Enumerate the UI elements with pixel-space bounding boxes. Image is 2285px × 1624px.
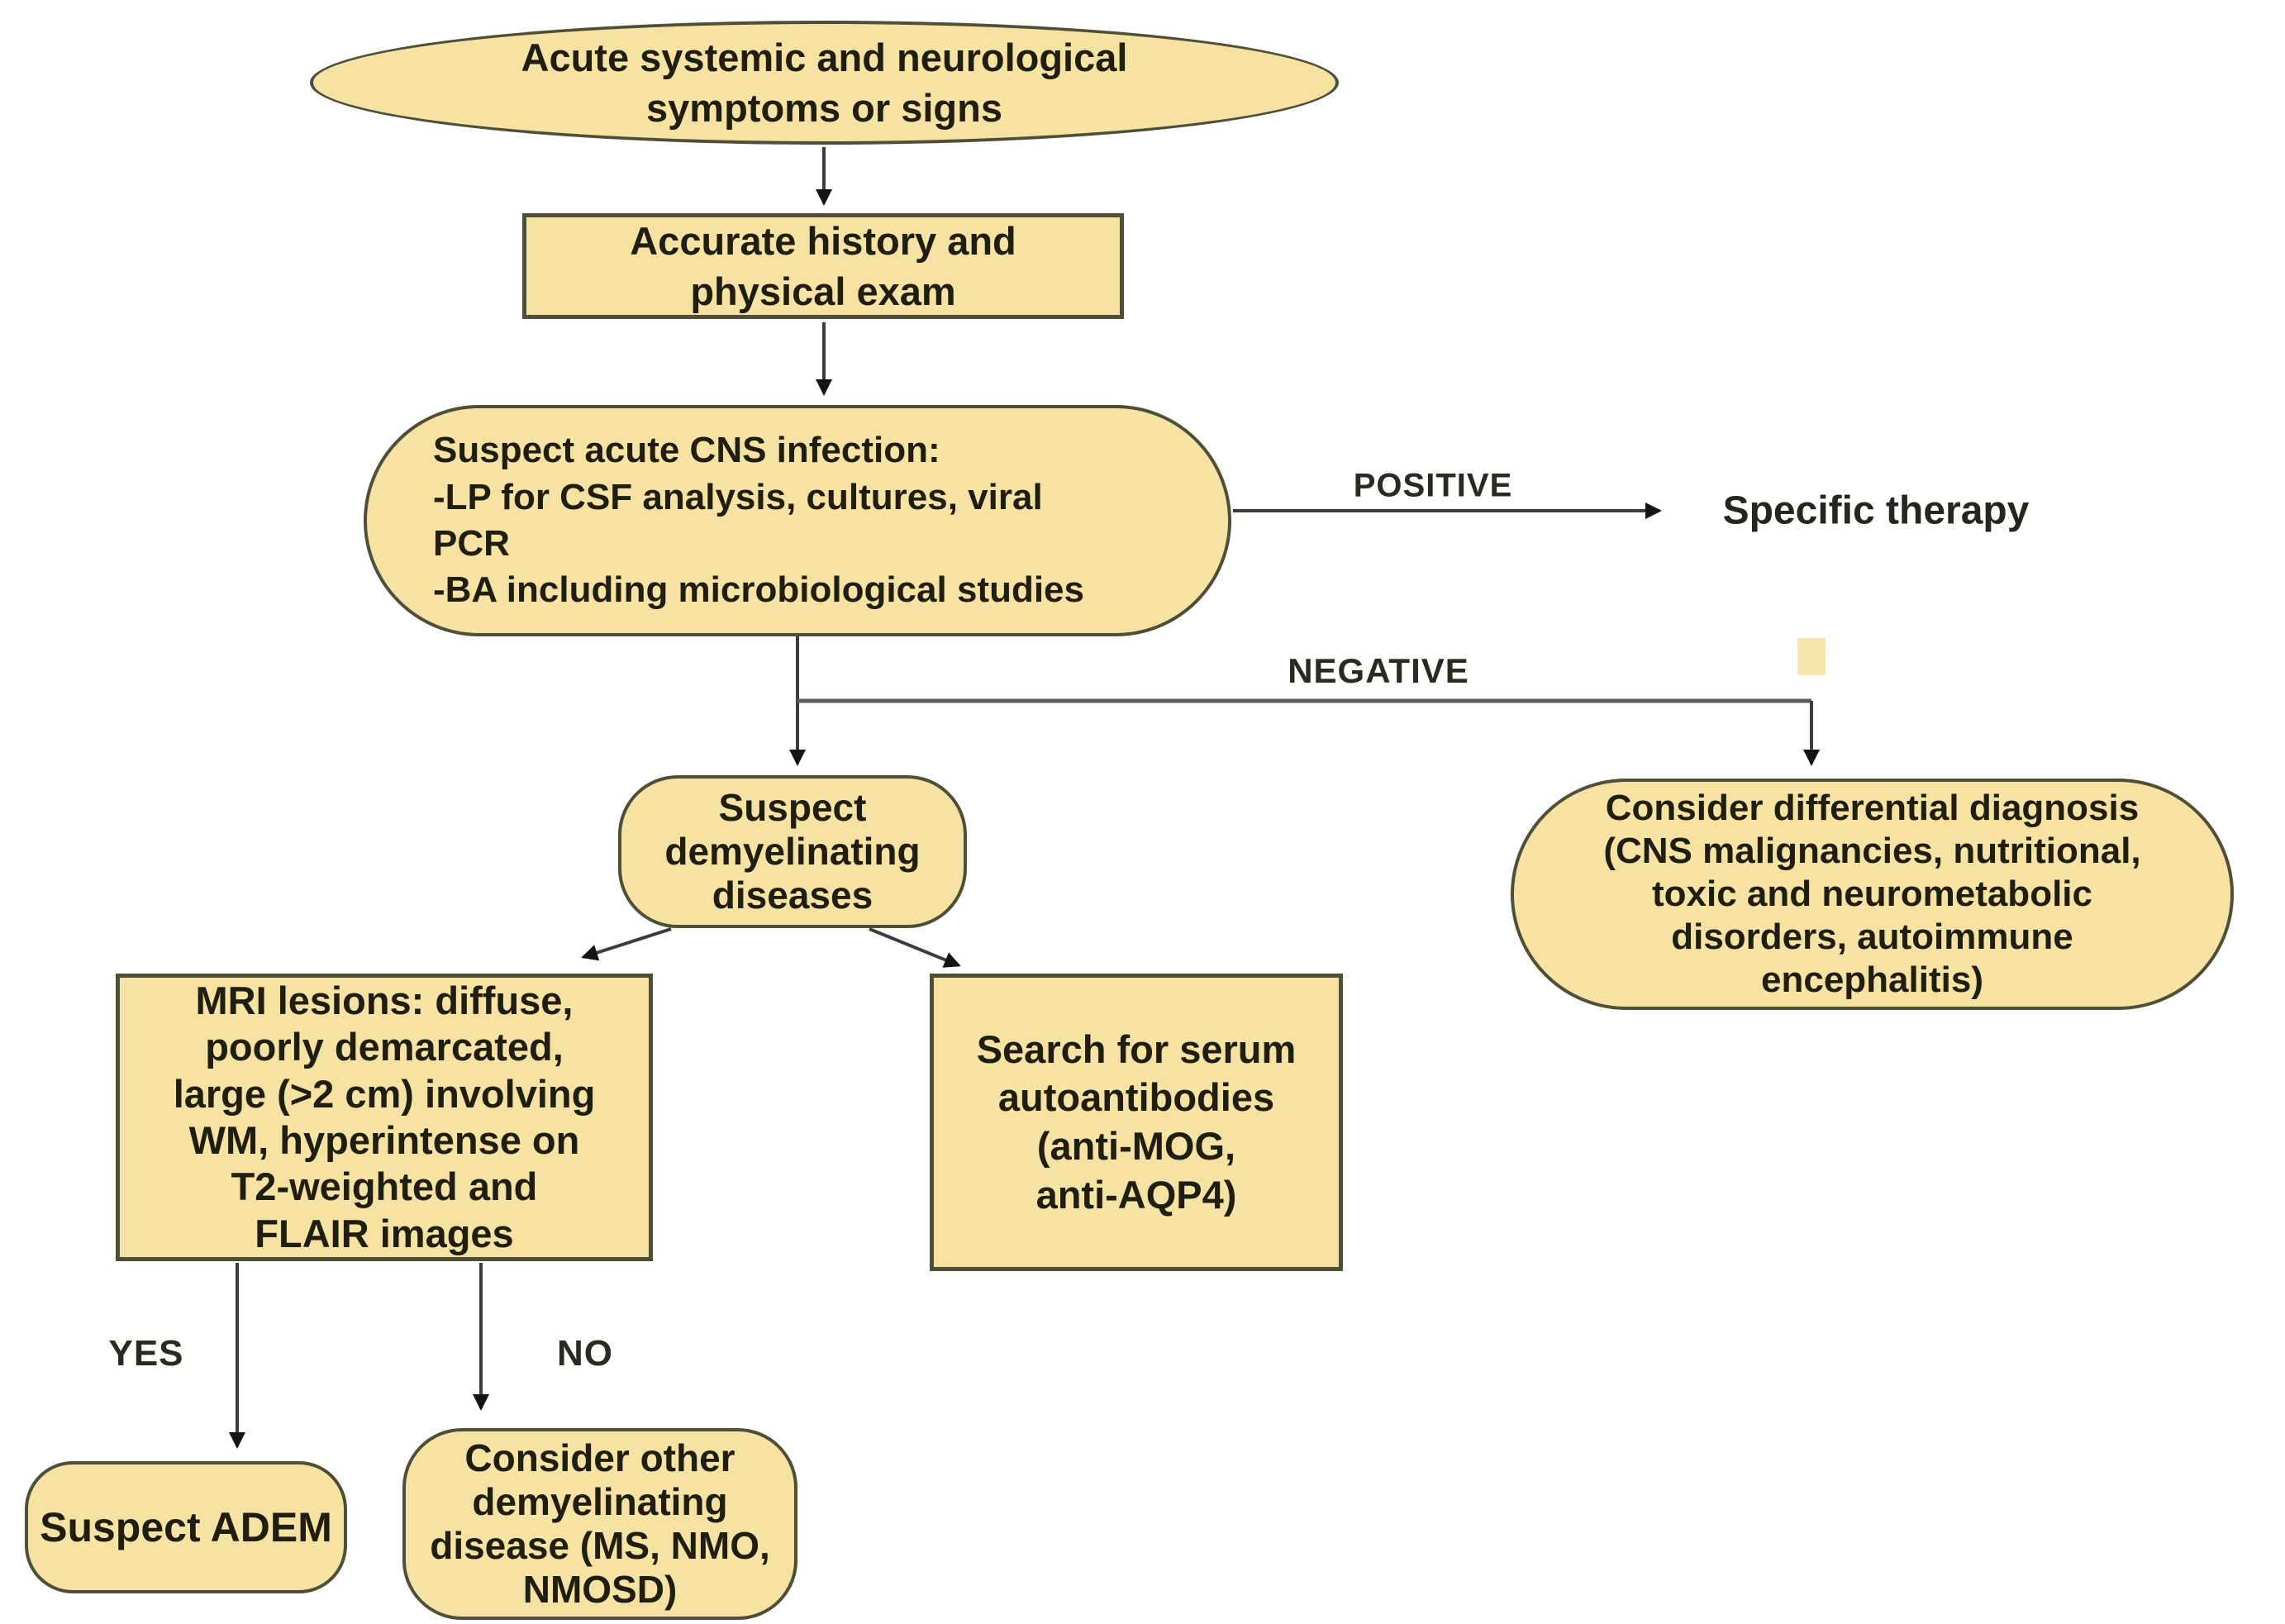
node-history-exam: Accurate history and physical exam: [522, 213, 1124, 319]
node-serum-autoantibodies: Search for serum autoantibodies (anti-MO…: [930, 974, 1343, 1271]
label-no: NO: [557, 1333, 613, 1374]
node-mri-lesions: MRI lesions: diffuse, poorly demarcated,…: [116, 974, 653, 1261]
node-demyelinating-diseases: Suspect demyelinating diseases: [618, 775, 967, 928]
node-differential-diagnosis: Consider differential diagnosis (CNS mal…: [1511, 779, 2234, 1010]
label-yes: YES: [108, 1333, 184, 1374]
node-cns-infection: Suspect acute CNS infection: -LP for CSF…: [364, 405, 1231, 636]
label-negative: NEGATIVE: [1288, 651, 1469, 690]
label-positive: POSITIVE: [1353, 467, 1513, 504]
node-acute-symptoms: Acute systemic and neurological symptoms…: [310, 21, 1339, 145]
arrow-demyelinating-to-mri: [581, 927, 672, 961]
node-other-demyelinating: Consider other demyelinating disease (MS…: [402, 1428, 797, 1620]
arrow-demyelinating-to-serum: [869, 927, 961, 968]
accent-square: [1797, 638, 1826, 675]
node-suspect-adem: Suspect ADEM: [25, 1461, 347, 1593]
text-specific-therapy: Specific therapy: [1722, 488, 2030, 533]
